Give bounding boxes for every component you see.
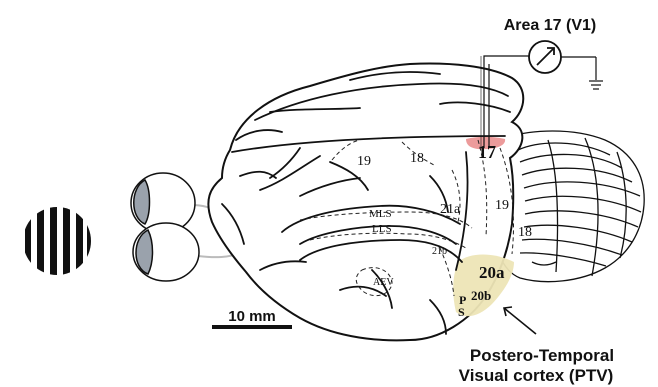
- area-19-top-label: 19: [357, 154, 371, 169]
- area-20b-label: 20b: [471, 288, 491, 303]
- area-19-right-label: 19: [495, 198, 509, 213]
- area-17-label: 17: [478, 142, 496, 162]
- scale-bar-label: 10 mm: [228, 308, 276, 325]
- area-18-right-label: 18: [518, 225, 532, 240]
- ptv-arrow: [504, 307, 536, 334]
- area-aev-label: AEV: [373, 277, 394, 288]
- electrode-title: Area 17 (V1): [504, 17, 597, 34]
- voltmeter-icon: [529, 41, 596, 80]
- ground-icon: [589, 81, 603, 89]
- area-21b-label: 21b: [432, 246, 447, 257]
- area-lls-label: LLS: [372, 223, 392, 235]
- cerebellum: [495, 131, 644, 282]
- ptv-label-line1: Postero-Temporal: [470, 346, 614, 365]
- area-18-top-label: 18: [410, 151, 424, 166]
- ptv-label-line2: Visual cortex (PTV): [459, 366, 614, 385]
- area-20a-label: 20a: [479, 263, 505, 282]
- grating-stimulus-icon: [23, 207, 91, 275]
- scale-bar: 10 mm: [212, 308, 292, 329]
- area-mls-label: MLS: [369, 208, 392, 220]
- area-21a-label: 21a: [440, 202, 461, 217]
